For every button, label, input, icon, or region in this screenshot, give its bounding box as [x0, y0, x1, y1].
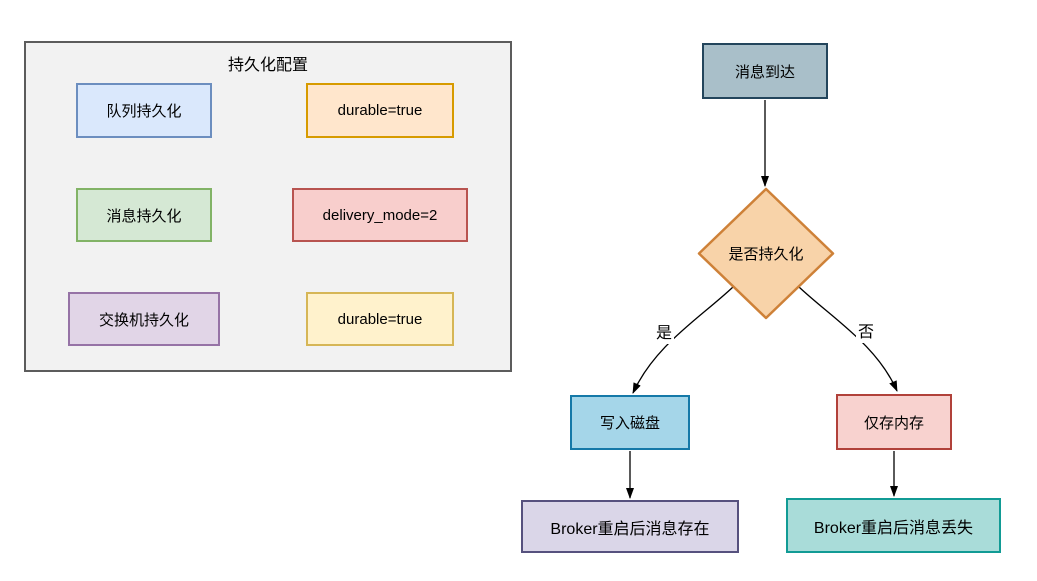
decision-diamond-label: 是否持久化: [728, 246, 804, 263]
edge-label-yes: 是: [654, 324, 675, 344]
exchange-durable-value-node: durable=true: [306, 292, 454, 346]
decision-diamond-node: 是否持久化: [696, 186, 836, 321]
message-persists-node: Broker重启后消息存在: [521, 500, 739, 553]
edge-label-no: 否: [856, 323, 877, 343]
decision-diamond-shape: [697, 187, 835, 320]
message-lost-node: Broker重启后消息丢失: [786, 498, 1001, 553]
message-persistence-node: 消息持久化: [76, 188, 212, 242]
memory-only-node: 仅存内存: [836, 394, 952, 450]
queue-durable-value-node: durable=true: [306, 83, 454, 138]
panel-title: 持久化配置: [227, 57, 308, 74]
write-to-disk-node: 写入磁盘: [570, 395, 690, 450]
exchange-persistence-node: 交换机持久化: [68, 292, 220, 346]
message-arrival-node: 消息到达: [702, 43, 828, 99]
delivery-mode-value-node: delivery_mode=2: [292, 188, 468, 242]
queue-persistence-node: 队列持久化: [76, 83, 212, 138]
